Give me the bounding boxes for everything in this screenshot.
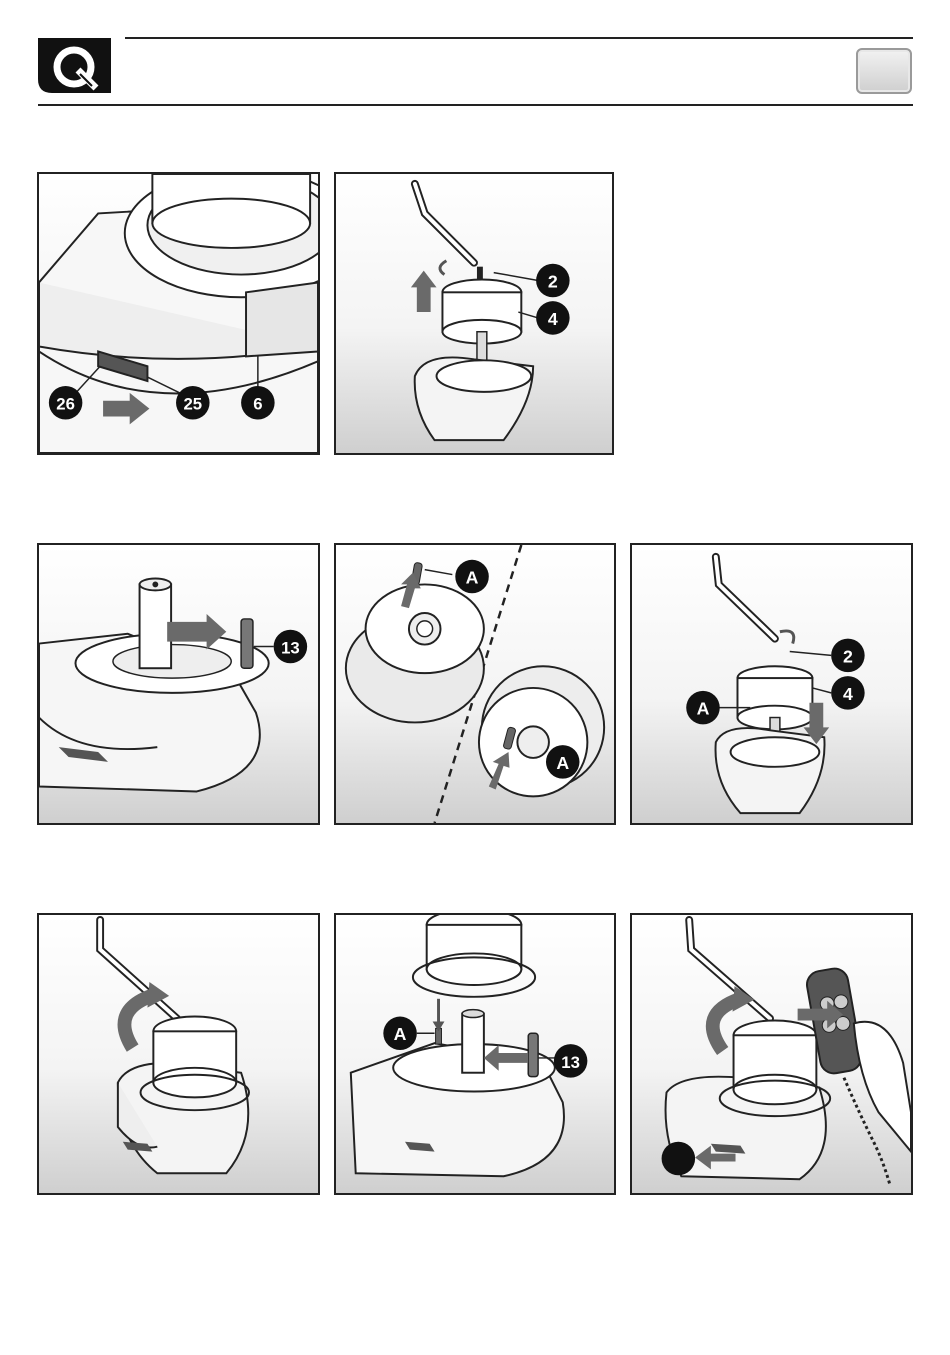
winch-base-closeup-illustration: 26 25 6 [39,174,318,453]
callout-label: 4 [843,684,853,704]
callout-label: A [556,753,569,773]
key-and-drum-refit-illustration: A 13 [336,915,614,1193]
rotate-arrow-icon [780,631,794,644]
panel-7: A 13 [334,913,616,1195]
drum-reinstall-illustration: 2 4 A [632,545,911,823]
callout-label: 13 [281,638,300,657]
manual-crank-rotation-illustration [39,915,318,1193]
callout-label: 2 [843,646,853,666]
callout-label: 26 [56,395,75,414]
callout-label: 25 [183,395,202,414]
panel-1: 26 25 6 [37,172,320,455]
callout-badge [662,1142,696,1176]
panel-3: 13 [37,543,320,825]
callout-label: 6 [253,395,262,414]
panel-6 [37,913,320,1195]
callout-label: 4 [548,309,558,329]
callout-label: 2 [548,271,558,291]
callout-label: A [466,567,479,587]
shaft-key-removal-illustration: 13 [39,545,318,823]
callout-label: 13 [561,1053,580,1072]
drum-pin-illustration: A A [336,545,614,823]
panel-5: 2 4 A [630,543,913,825]
header-bottom-rule [38,104,913,106]
panel-2: 2 4 [334,172,614,455]
remote-control-test-illustration [632,915,911,1193]
drum-removal-illustration: 2 4 [336,174,612,453]
arrow-icon [411,271,437,312]
callout-label: A [394,1024,407,1044]
rotate-arrow-icon [440,261,446,275]
header-top-rule [125,37,913,39]
language-tab-icon[interactable] [856,48,912,94]
brand-logo-icon [38,38,111,93]
panel-8 [630,913,913,1195]
callout-label: A [697,699,710,719]
panel-4: A A [334,543,616,825]
